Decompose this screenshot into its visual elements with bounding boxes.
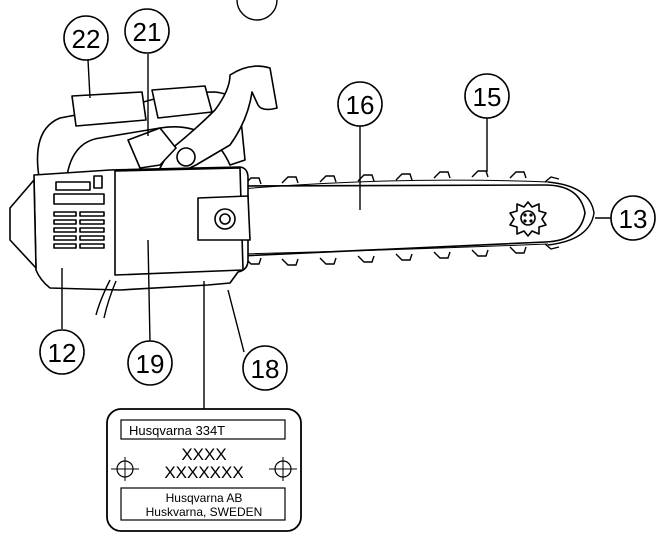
leader-lines [61,54,612,410]
screw-hole-left-icon [111,457,139,481]
power-head [9,65,278,319]
identification-plate: Husqvarna 334T XXXX XXXXXXX Husqvarna AB… [106,408,302,532]
callout-22-label: 22 [72,24,101,54]
callout-19: 19 [127,340,173,386]
callout-15: 15 [464,73,510,119]
plate-model: Husqvarna 334T [129,423,225,438]
callout-12: 12 [39,329,85,375]
callout-13-label: 13 [619,204,648,234]
screw-hole-right-icon [269,457,297,481]
callout-18: 18 [242,345,288,391]
plate-maker-line2: Huskvarna, SWEDEN [146,505,263,519]
callout-21-label: 21 [133,17,162,47]
callout-13: 13 [610,195,656,241]
nose-sprocket [509,201,547,237]
callout-16-label: 16 [346,90,375,120]
grille [53,211,105,249]
callout-18-label: 18 [251,354,280,384]
callout-15-label: 15 [473,82,502,112]
callout-19-label: 19 [136,349,165,379]
callout-16: 16 [337,81,383,127]
plate-maker-box [120,487,286,521]
callout-22: 22 [63,15,109,61]
plate-line1: XXXX [181,445,226,464]
pivot-bolt [176,147,196,167]
callout-21: 21 [124,8,170,54]
cropped-callout [236,0,278,21]
guide-bar [239,170,595,266]
plate-maker-line1: Husqvarna AB [166,491,243,505]
plate-model-box [120,419,286,440]
callout-12-label: 12 [48,338,77,368]
plate-line2: XXXXXXX [164,463,243,482]
